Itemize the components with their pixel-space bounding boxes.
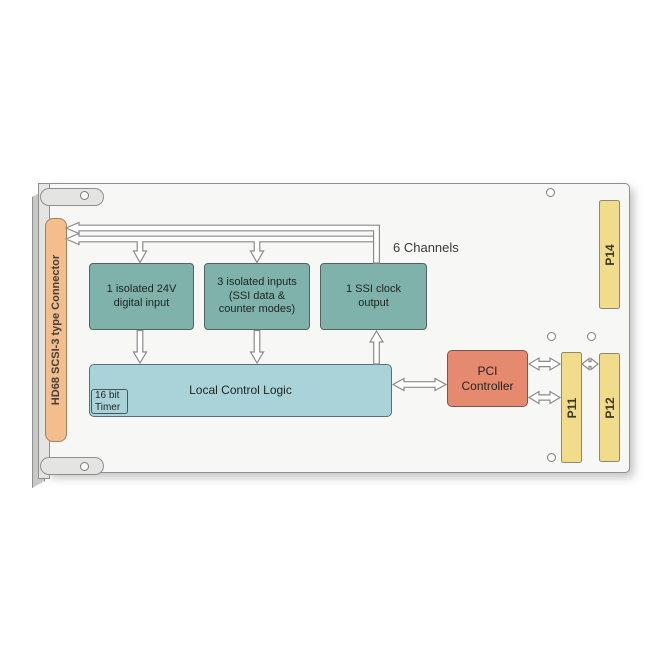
- board-hole-bottom: [546, 452, 556, 462]
- block-16bit-timer: 16 bit Timer: [91, 389, 128, 414]
- block-label-line: Timer: [95, 401, 121, 413]
- mounting-tab-top: [40, 188, 104, 206]
- block-label-line: PCI: [477, 363, 498, 378]
- block-label-line: 16 bit: [95, 390, 120, 401]
- block-label-line: output: [358, 296, 389, 309]
- block-label-line: 1 isolated 24V: [106, 283, 177, 295]
- connector-p11: P11: [561, 352, 582, 463]
- board-hole-mid-right: [586, 331, 596, 341]
- board-hole-top-right: [545, 187, 555, 197]
- block-label-line: Controller: [461, 378, 514, 393]
- block-label-line: 1 SSI clock: [345, 283, 402, 295]
- mounting-tab-bottom: [40, 457, 104, 475]
- connector-p12: P12: [599, 353, 620, 462]
- screw-hole-tab-top: [79, 190, 89, 200]
- block-label-line: counter modes): [218, 303, 296, 316]
- block-label-line: 3 isolated inputs: [217, 276, 297, 289]
- connector-p11-label: P11: [564, 397, 579, 418]
- block-ssi-inputs: 3 isolated inputs (SSI data & counter mo…: [204, 263, 310, 330]
- block-label-line: Local Control Logic: [189, 382, 292, 397]
- hd68-connector: HD68 SCSI-3 type Connector: [45, 218, 67, 442]
- hd68-connector-label: HD68 SCSI-3 type Connector: [50, 254, 62, 406]
- board-hole-mid-left: [546, 331, 556, 341]
- block-label-line: (SSI data &: [228, 289, 286, 302]
- channels-label: 6 Channels: [393, 240, 459, 255]
- block-local-control-logic: Local Control Logic: [89, 364, 392, 417]
- block-pci-controller: PCI Controller: [447, 350, 528, 407]
- connector-p12-label: P12: [602, 396, 617, 419]
- screw-hole-tab-bottom: [79, 461, 89, 471]
- block-ssi-clock: 1 SSI clock output: [320, 263, 427, 330]
- connector-p14-label: P14: [602, 243, 617, 266]
- block-digital-input: 1 isolated 24V digital input: [89, 263, 194, 330]
- block-label-line: digital input: [113, 296, 170, 309]
- connector-p14: P14: [599, 200, 620, 309]
